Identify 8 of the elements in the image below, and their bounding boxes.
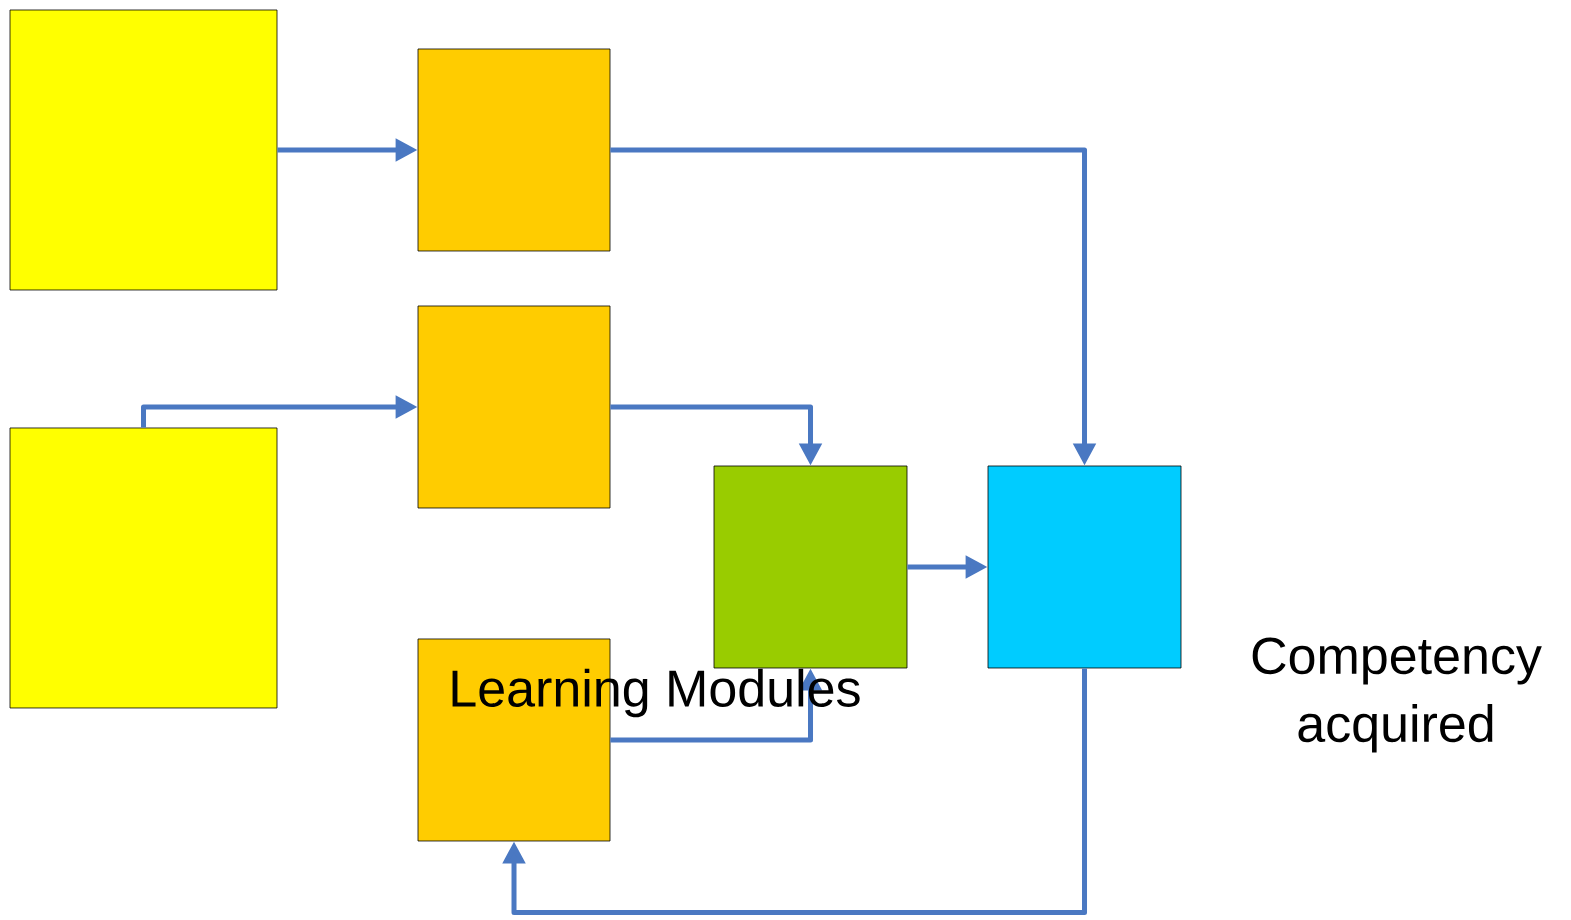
block bbox=[9, 9, 278, 291]
arrow bbox=[502, 668, 1087, 915]
block bbox=[9, 427, 278, 709]
block bbox=[713, 465, 908, 669]
block bbox=[417, 305, 611, 509]
label: Competency acquired bbox=[1252, 637, 1542, 753]
block bbox=[987, 465, 1182, 669]
block bbox=[417, 48, 611, 252]
